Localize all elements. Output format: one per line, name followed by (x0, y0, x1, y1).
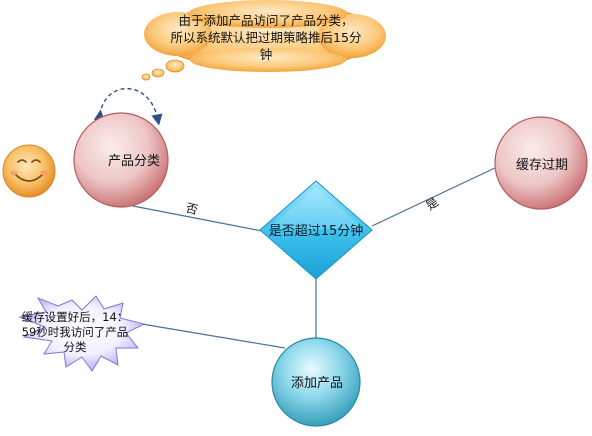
self-loop-arrow (93, 87, 163, 126)
connector-decision-expired (371, 166, 498, 227)
node-product-category-label: 产品分类 (107, 154, 160, 169)
thought-bubble-tail (141, 59, 185, 81)
node-add-product-shape (271, 337, 361, 427)
decision-label: 是否超过15分钟 (268, 224, 364, 239)
node-product-category-shape (73, 112, 169, 208)
starburst-line: 59秒时我访问了产品 (21, 325, 129, 339)
starburst-line: 分类 (63, 340, 87, 354)
decision-diamond (259, 180, 373, 280)
node-cache-expired-shape (494, 116, 588, 210)
thought-cloud-text: 由于添加产品访问了产品分类， 所以系统默认把过期策略推后15分 钟 (150, 12, 382, 63)
connector-category-decision (132, 205, 263, 232)
starburst-shape (18, 295, 146, 372)
smiley-face-icon (2, 144, 56, 198)
connector-starburst-add (129, 321, 286, 349)
thought-cloud-line: 钟 (259, 47, 273, 62)
node-add-product-label: 添加产品 (290, 376, 343, 391)
thought-cloud-line: 由于添加产品访问了产品分类， (178, 13, 354, 28)
starburst-text: 缓存设置好后，14： 59秒时我访问了产品 分类 (16, 310, 134, 355)
thought-cloud-line: 所以系统默认把过期策略推后15分 (170, 30, 362, 45)
thought-cloud (144, 0, 386, 72)
starburst-line: 缓存设置好后，14： (21, 310, 129, 324)
node-cache-expired-label: 缓存过期 (515, 158, 568, 173)
